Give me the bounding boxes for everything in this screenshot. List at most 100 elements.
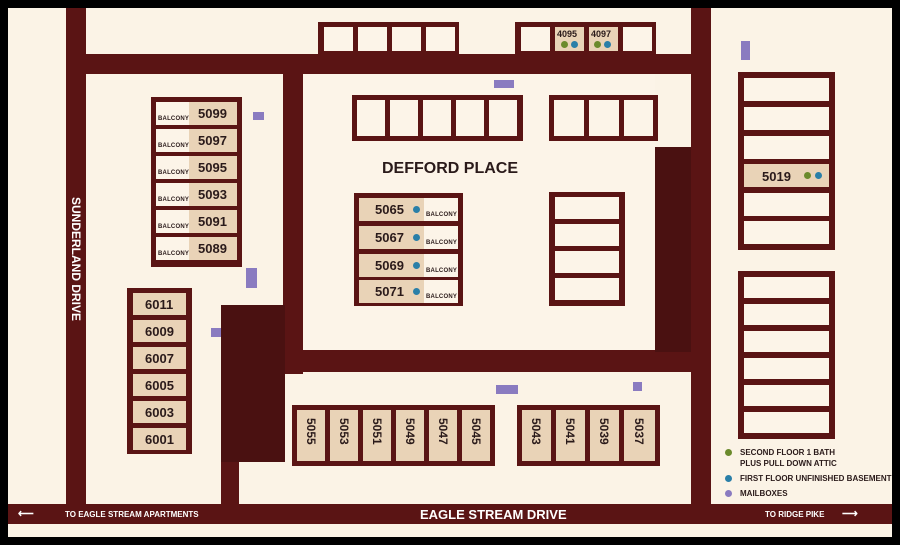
connector-road (221, 460, 239, 504)
unit-5041 (556, 410, 585, 461)
to-ridge-pike-label: TO RIDGE PIKE (765, 510, 825, 519)
top-left-unit (426, 27, 455, 51)
mailbox-icon (496, 385, 518, 394)
unit-label-5039: 5039 (597, 418, 611, 445)
right-unit (744, 193, 829, 216)
balcony (424, 254, 458, 277)
right-unit (744, 107, 829, 130)
unit-5039 (590, 410, 619, 461)
balcony (156, 102, 189, 125)
unit-4097 (589, 27, 618, 51)
unit-label-4095: 4095 (557, 29, 578, 39)
right-building-bottom (738, 271, 835, 439)
basement-dot (413, 288, 420, 295)
unit-label-5095: 5095 (198, 160, 227, 175)
mailbox-icon (633, 382, 642, 391)
balcony-label: BALCONY (158, 116, 190, 122)
unit-6007 (133, 347, 186, 369)
legend-second-floor-icon (725, 449, 732, 456)
place-title: DEFFORD PLACE (382, 160, 518, 177)
unit-label-5045: 5045 (469, 418, 483, 445)
inner-unit (589, 100, 619, 136)
basement-dot (413, 206, 420, 213)
balcony (156, 129, 189, 152)
top-left-unit (324, 27, 353, 51)
mailbox-icon (211, 328, 221, 337)
legend-second-floor-line2: PLUS PULL DOWN ATTIC (740, 459, 837, 468)
inner-unit (555, 251, 619, 273)
right-unit (744, 358, 829, 379)
unit-4095 (555, 27, 584, 51)
balcony-label: BALCONY (158, 143, 190, 149)
balcony (156, 156, 189, 179)
unit-label-5099: 5099 (198, 106, 227, 121)
balcony-label: BALCONY (158, 224, 190, 230)
right-unit (744, 136, 829, 159)
inner-unit (456, 100, 484, 136)
balcony (424, 226, 458, 249)
mailbox-icon (741, 41, 750, 60)
basement-dot (571, 41, 578, 48)
balcony (424, 280, 458, 303)
unit-label-6009: 6009 (145, 324, 174, 339)
inner-unit (357, 100, 385, 136)
unit-5047 (429, 410, 457, 461)
unit-5091 (189, 210, 237, 233)
mailbox-icon (253, 112, 264, 120)
parking-area-left (221, 305, 285, 462)
balcony-label: BALCONY (426, 240, 458, 246)
unit-label-5041: 5041 (563, 418, 577, 445)
basement-dot (604, 41, 611, 48)
parking-area-right (655, 147, 691, 352)
mailbox-icon (494, 80, 514, 88)
balcony (156, 210, 189, 233)
top-left-unit (392, 27, 421, 51)
unit-label-4097: 4097 (591, 29, 612, 39)
unit-5067 (359, 226, 424, 249)
inner-unit (555, 224, 619, 246)
legend-basement-icon (725, 475, 732, 482)
to-eagle-stream-apartments-label: TO EAGLE STREAM APARTMENTS (65, 510, 199, 519)
balcony-label: BALCONY (158, 251, 190, 257)
right-building-top (738, 72, 835, 250)
right-unit (744, 221, 829, 244)
unit-5065 (359, 198, 424, 221)
unit-label-5091: 5091 (198, 214, 227, 229)
top-road (86, 54, 711, 74)
inner-unit (390, 100, 418, 136)
balcony-label: BALCONY (426, 294, 458, 300)
basement-dot (413, 234, 420, 241)
right-arrow-icon: ⟶ (842, 508, 858, 520)
balcony-label: BALCONY (158, 170, 190, 176)
sunderland-drive-label: SUNDERLAND DRIVE (69, 197, 83, 322)
unit-label-5049: 5049 (403, 418, 417, 445)
basement-dot (413, 262, 420, 269)
unit-label-5065: 5065 (375, 202, 404, 217)
legend-mailboxes: MAILBOXES (740, 489, 788, 498)
unit-5037 (624, 410, 655, 461)
unit-5051 (363, 410, 391, 461)
unit-6005 (133, 374, 186, 396)
unit-label-5053: 5053 (337, 418, 351, 445)
legend-second-floor-line1: SECOND FLOOR 1 BATH (740, 448, 835, 457)
right-unit (744, 304, 829, 325)
balcony (156, 237, 189, 260)
unit-5097 (189, 129, 237, 152)
unit-label-5047: 5047 (436, 418, 450, 445)
inner-road-left (283, 74, 303, 374)
unit-label-5093: 5093 (198, 187, 227, 202)
right-unit (744, 331, 829, 352)
unit-label-6011: 6011 (145, 297, 174, 312)
inner-unit (555, 278, 619, 300)
balcony-label: BALCONY (426, 268, 458, 274)
unit-label-6001: 6001 (145, 432, 174, 447)
top-right-unit (521, 27, 550, 51)
unit-5099 (189, 102, 237, 125)
second-floor-dot (804, 172, 811, 179)
legend-mailboxes-icon (725, 490, 732, 497)
eagle-stream-drive-label: EAGLE STREAM DRIVE (420, 507, 567, 522)
unit-5071 (359, 280, 424, 303)
unit-label-5019: 5019 (762, 169, 791, 184)
balcony-label: BALCONY (426, 212, 458, 218)
sunderland-drive-road (66, 8, 86, 504)
